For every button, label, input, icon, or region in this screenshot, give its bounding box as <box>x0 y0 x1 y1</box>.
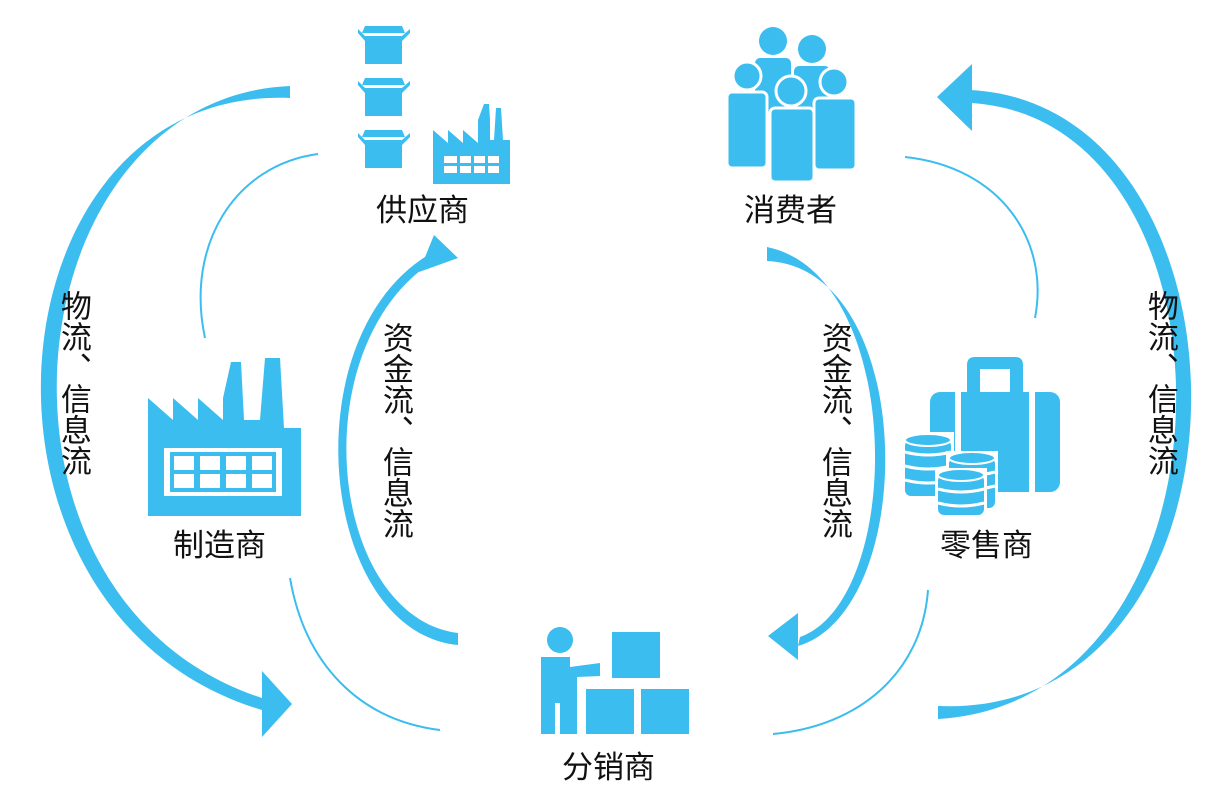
inner-right-arrowhead <box>768 613 798 660</box>
manufacturer-label: 制造商 <box>173 528 266 564</box>
connector-distributor-retailer <box>772 589 929 735</box>
retailer-label: 零售商 <box>940 528 1033 564</box>
consumer-icon <box>725 27 858 184</box>
retailer-icon <box>902 357 1060 518</box>
small-factory-icon <box>433 104 510 184</box>
person-icon <box>768 74 816 184</box>
box-icon <box>358 26 410 64</box>
supplier-icon <box>358 26 510 184</box>
outer-left-arrowhead <box>262 671 292 737</box>
distributor-icon <box>541 627 689 734</box>
connector-retailer-consumer <box>904 156 1039 319</box>
connector-manufacturer-distributor <box>289 577 441 731</box>
outer-right-flow-label: 物流、信息流 <box>1141 290 1178 476</box>
inner-left-flow-label: 资金流、信息流 <box>376 322 413 539</box>
distributor-label: 分销商 <box>562 750 655 786</box>
consumer-label: 消费者 <box>744 193 837 229</box>
manufacturer-icon <box>148 358 301 516</box>
connector-supplier-manufacturer <box>199 153 319 339</box>
outer-right-arrowhead <box>937 64 972 131</box>
box-icon <box>358 78 410 116</box>
person-icon <box>812 66 858 172</box>
person-icon <box>725 60 769 170</box>
inner-left-arrowhead <box>419 235 458 272</box>
box-icon <box>358 130 410 168</box>
supplier-label: 供应商 <box>376 193 469 229</box>
outer-left-flow-label: 物流、信息流 <box>54 290 91 476</box>
coins-icon <box>902 432 998 518</box>
inner-right-flow-label: 资金流、信息流 <box>815 322 852 539</box>
